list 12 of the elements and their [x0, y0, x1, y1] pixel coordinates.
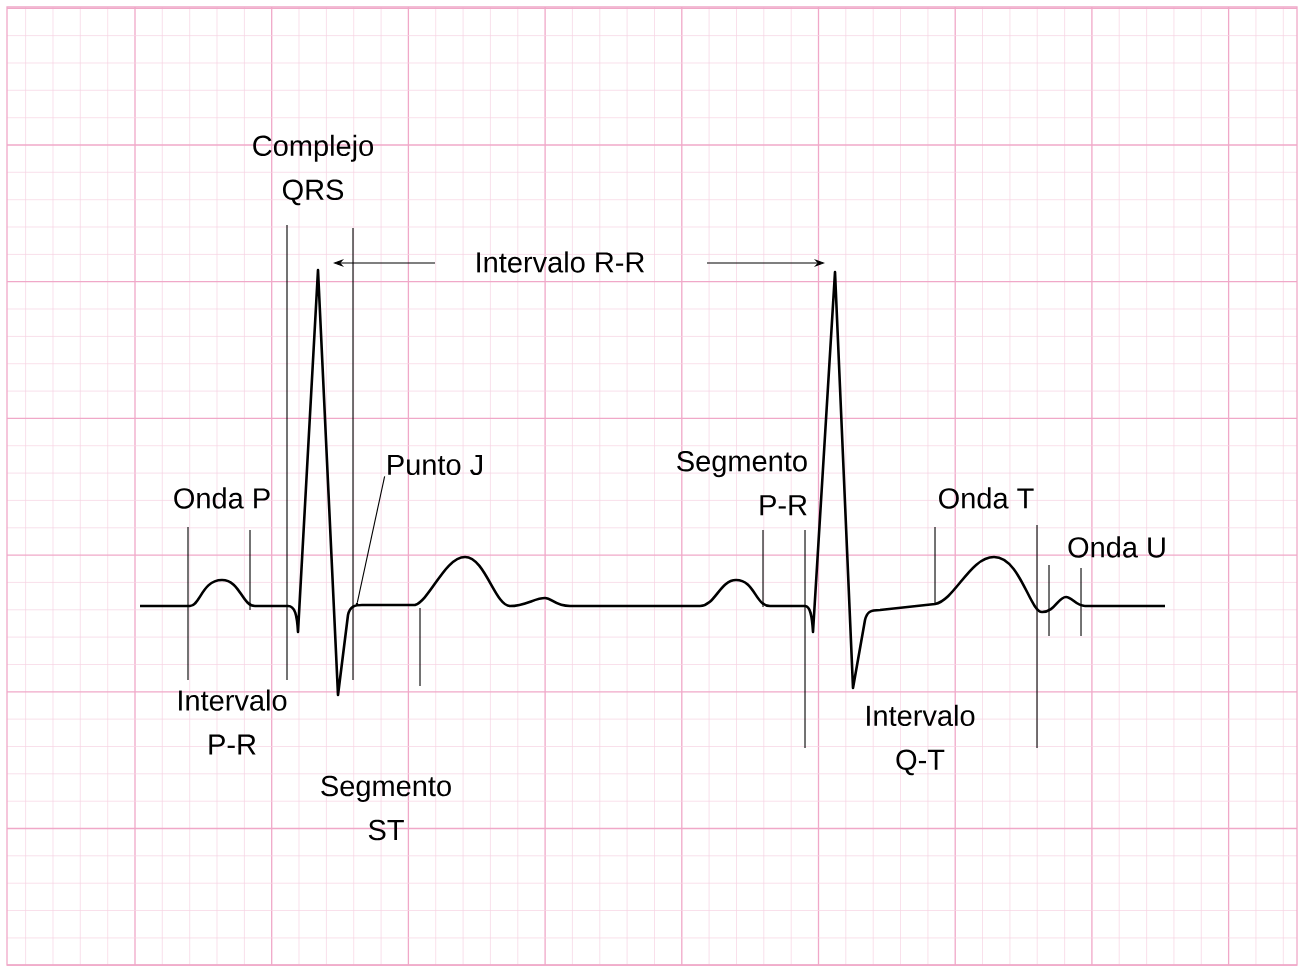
annotation-label: Segmento ST: [321, 775, 451, 841]
annotation-label: Intervalo P-R: [179, 689, 287, 755]
annotation-label: Complejo QRS: [253, 134, 373, 206]
annotation-label: Intervalo Q-T: [867, 704, 975, 776]
annotation-label: Intervalo R-R: [477, 251, 645, 273]
annotation-label: Onda U: [1068, 536, 1165, 558]
annotation-label: Onda T: [939, 487, 1034, 509]
annotation-label: Segmento P-R: [677, 450, 807, 516]
annotation-label: Punto J: [388, 454, 482, 476]
leader-line: [356, 475, 386, 604]
j-point: [355, 602, 359, 606]
annotation-label: Onda P: [174, 487, 270, 509]
